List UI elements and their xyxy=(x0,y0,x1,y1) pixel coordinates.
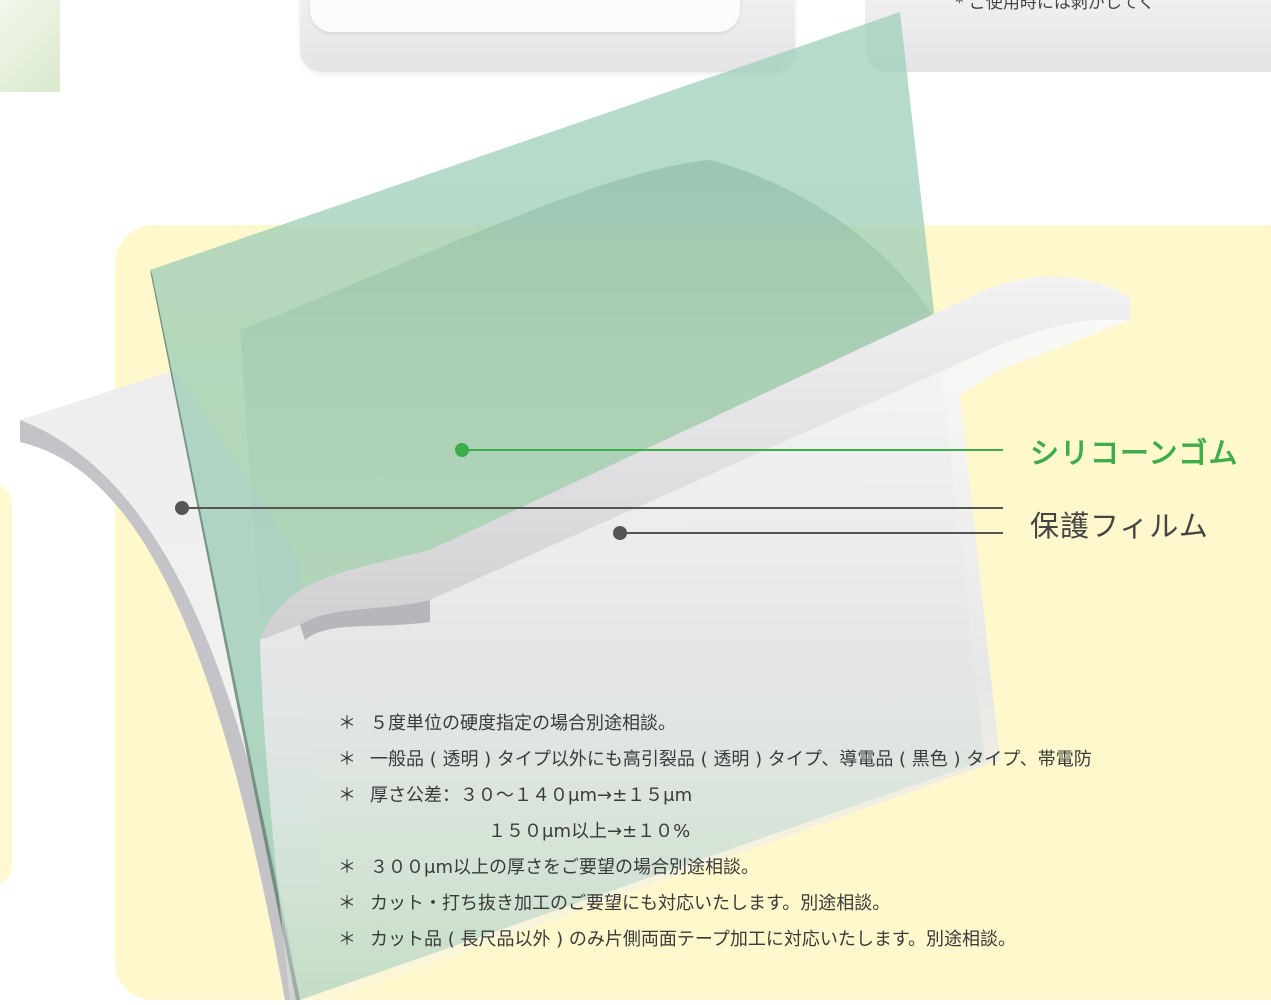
note-mark: ＊ xyxy=(338,893,356,914)
front-film-edge xyxy=(300,600,430,640)
note-item-continuation: １５０μm以上→±１０% xyxy=(488,821,691,842)
note-item: ＊カット・打ち抜き加工のご要望にも対応いたします。別途相談。 xyxy=(338,886,1092,922)
top-notice: * ご使用時には剥がしてく xyxy=(955,0,1155,13)
note-mark: ＊ xyxy=(338,857,356,878)
note-item: ＊カット品 ( 長尺品以外 ) のみ片側両面テープ加工に対応いたします。別途相談… xyxy=(338,922,1092,958)
note-item: ＊３００μm以上の厚さをご要望の場合別途相談。 xyxy=(338,850,1092,886)
top-card-right xyxy=(865,0,1271,72)
note-item: ＊５度単位の硬度指定の場合別途相談。 xyxy=(338,706,1092,742)
film-leader-dot-front xyxy=(613,526,627,540)
left-side-panel xyxy=(0,485,12,885)
film-leader-dot-back xyxy=(175,501,189,515)
note-mark: ＊ xyxy=(338,713,356,734)
note-mark: ＊ xyxy=(338,785,356,806)
front-film-surface xyxy=(260,300,1130,1000)
notes-list: ＊５度単位の硬度指定の場合別途相談。 ＊一般品 ( 透明 ) タイプ以外にも高引… xyxy=(338,706,1092,958)
note-mark: ＊ xyxy=(338,749,356,770)
note-item: ＊厚さ公差：３０〜１４０μm→±１５μm xyxy=(338,778,1092,814)
label-silicone-rubber: シリコーンゴム xyxy=(1030,436,1239,470)
note-mark: ＊ xyxy=(338,929,356,950)
top-card-left xyxy=(300,0,795,72)
left-tab-decoration xyxy=(0,0,60,92)
silicone-sheet-edge xyxy=(150,270,300,1000)
note-item: ＊一般品 ( 透明 ) タイプ以外にも高引裂品 ( 透明 ) タイプ、導電品 (… xyxy=(338,742,1092,778)
front-film-top xyxy=(260,276,1130,640)
silicone-sheet-dome xyxy=(240,160,950,620)
label-protective-film: 保護フィルム xyxy=(1030,509,1209,543)
silicone-leader-dot xyxy=(455,443,469,457)
